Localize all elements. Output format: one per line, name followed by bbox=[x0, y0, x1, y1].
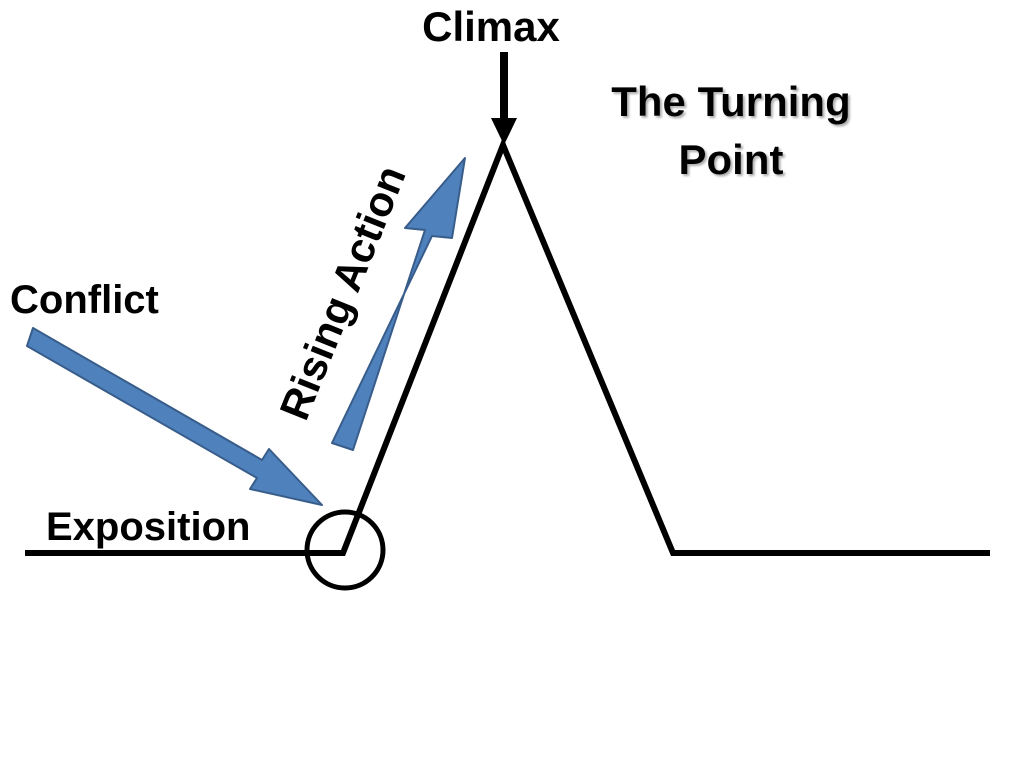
exposition-label: Exposition bbox=[46, 505, 250, 549]
rising-action-label: Rising Action bbox=[270, 159, 414, 426]
conflict-arrow bbox=[26, 327, 323, 506]
inciting-point-circle bbox=[304, 509, 386, 591]
conflict-label: Conflict bbox=[10, 278, 159, 322]
turning-point-label-line1: The Turning bbox=[611, 78, 851, 125]
climax-label: Climax bbox=[422, 3, 560, 50]
climax-arrow-head bbox=[491, 118, 517, 145]
plot-line bbox=[25, 136, 990, 556]
rising-action-arrow bbox=[331, 157, 466, 451]
turning-point-label-line2: Point bbox=[679, 136, 784, 183]
